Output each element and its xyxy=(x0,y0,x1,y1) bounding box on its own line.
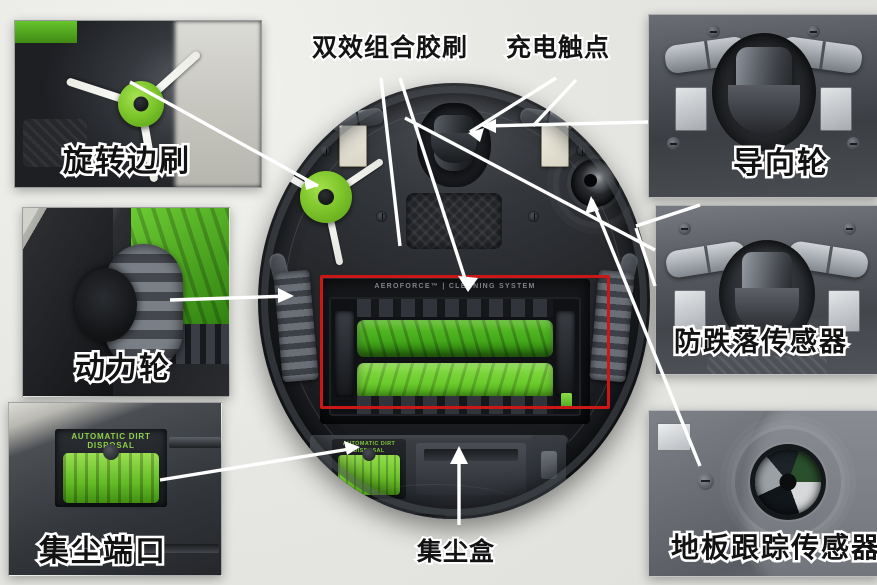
panel-drive-wheel: 动力轮 xyxy=(22,207,230,397)
callout-main-brush: 双效组合胶刷 xyxy=(310,34,469,63)
floor-track-sensor xyxy=(571,159,619,207)
side-brush-hub xyxy=(118,81,164,127)
chassis-contact-pad xyxy=(657,423,691,451)
chassis-rail xyxy=(169,437,221,448)
charging-contact-left xyxy=(674,290,706,332)
charging-contact-right xyxy=(828,290,860,332)
evac-label-line1: AUTOMATIC DIRT xyxy=(342,441,396,447)
brush-guard-bottom xyxy=(357,396,553,414)
callout-charging-contacts: 充电触点 xyxy=(504,34,611,63)
panel-evacuation-port: AUTOMATIC DIRTDISPOSAL 集尘端口 xyxy=(8,402,222,576)
chassis-rail xyxy=(127,544,219,553)
main-brush-frame xyxy=(329,297,581,416)
panel-vent-mesh xyxy=(23,119,87,167)
chassis-screw xyxy=(528,211,539,222)
guide-wheel-tire xyxy=(735,288,799,332)
panel-label-floor-track-sensor: 地板跟踪传感器 xyxy=(668,531,877,564)
brush-end-cap-left xyxy=(335,311,354,397)
chassis-screw xyxy=(376,211,387,222)
brush-release-latch xyxy=(561,393,572,409)
chassis-screw xyxy=(678,222,691,235)
chassis-screw xyxy=(707,25,720,38)
guide-wheel-well xyxy=(711,33,816,151)
brush-end-cap-right xyxy=(556,311,575,397)
panel-label-cliff-sensor: 防跌落传感器 xyxy=(672,326,849,358)
chassis-screw xyxy=(320,145,331,156)
chassis-screw xyxy=(576,145,587,156)
floor-track-sensor-lens xyxy=(755,449,821,515)
panel-label-drive-wheel: 动力轮 xyxy=(73,351,172,386)
panel-label-side-brush: 旋转边刷 xyxy=(61,144,192,179)
guide-wheel-well xyxy=(719,240,815,348)
evacuation-port-window: AUTOMATIC DIRTDISPOSAL xyxy=(55,429,167,507)
chassis-screw xyxy=(847,137,860,150)
aeroforce-label: AEROFORCE™ | CLEANING SYSTEM xyxy=(374,283,536,290)
chassis-vent-mesh xyxy=(406,193,502,249)
evac-label-line1: AUTOMATIC DIRT xyxy=(71,432,151,441)
drive-wheel-hub xyxy=(75,268,137,342)
chassis-swoosh xyxy=(350,484,520,519)
chassis-screw xyxy=(843,222,856,235)
dustbin-side-door xyxy=(532,435,566,519)
robot-vacuum-underside: AEROFORCE™ | CLEANING SYSTEM AUTOMATIC D… xyxy=(258,83,650,519)
rubber-roller-lower xyxy=(357,363,553,400)
panel-green-roller-edge xyxy=(15,21,77,43)
dustbin-assembly: AUTOMATIC DIRTDISPOSAL xyxy=(310,435,566,519)
panel-label-evacuation-port: 集尘端口 xyxy=(37,534,168,569)
chassis-screw xyxy=(667,137,680,150)
panel-floor-track-sensor: 地板跟踪传感器 xyxy=(648,410,877,577)
callout-dustbin: 集尘盒 xyxy=(415,538,496,567)
rubber-roller-upper xyxy=(357,320,553,357)
charging-contact-right xyxy=(820,87,852,131)
panel-guide-wheel: 导向轮 xyxy=(648,14,877,198)
dustbin-vent-slot xyxy=(424,449,518,461)
chassis-screw xyxy=(807,25,820,38)
chassis-screw xyxy=(697,473,714,490)
guide-wheel-tire xyxy=(727,85,800,133)
chassis-vent-mesh xyxy=(707,356,827,374)
panel-label-guide-wheel: 导向轮 xyxy=(731,146,830,181)
brush-guard-top xyxy=(357,299,553,317)
evacuation-port-cap xyxy=(63,453,159,503)
main-brush-bay: AEROFORCE™ | CLEANING SYSTEM xyxy=(320,279,590,424)
panel-cliff-sensor: 防跌落传感器 xyxy=(655,205,877,375)
side-brush-hub xyxy=(300,171,352,223)
panel-side-brush: 旋转边刷 xyxy=(14,20,262,188)
guide-wheel-well xyxy=(417,103,491,187)
charging-contact-left xyxy=(339,125,367,167)
charging-contact-left xyxy=(675,87,707,131)
